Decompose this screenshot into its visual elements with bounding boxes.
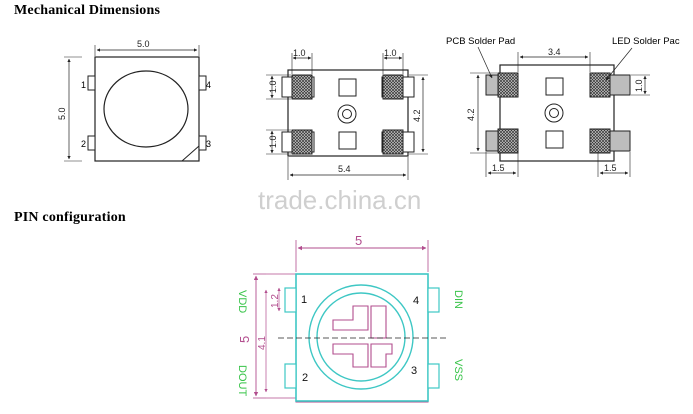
- pad-width-label-right: 1.0: [384, 48, 397, 58]
- lens-inner-circle: [316, 292, 406, 382]
- width-dimension-label: 5.0: [137, 39, 150, 49]
- pin-pad-4: [427, 287, 440, 313]
- led-solder-pad-label: LED Solder Pac: [612, 36, 680, 47]
- mechanical-dimensions-heading: Mechanical Dimensions: [14, 3, 161, 18]
- center-square: [338, 78, 357, 97]
- solder-pad: [291, 129, 313, 155]
- height-dimension-label: 5.0: [57, 107, 67, 120]
- pin-name-vdd: VDD: [236, 290, 248, 313]
- pin-span-label: 4.1: [257, 336, 268, 350]
- pinout-width-label: 5: [355, 233, 362, 248]
- solder-pad: [382, 74, 404, 100]
- pin-name-dout: DOUT: [236, 365, 248, 396]
- pad-length-label-left: 1.5: [492, 163, 505, 173]
- pin-configuration-heading: PIN configuration: [14, 210, 126, 225]
- pinout-number-4: 4: [413, 295, 419, 307]
- pin-pad-2: [284, 363, 297, 389]
- body-height-label: 4.2: [412, 109, 422, 122]
- pinout-number-3: 3: [411, 365, 417, 377]
- pin-number-1: 1: [81, 80, 86, 90]
- pinout-height-label: 5: [237, 336, 252, 343]
- led-solder-pad: [497, 72, 519, 98]
- solder-pad: [291, 74, 313, 100]
- pin-configuration-drawing: 5 5 4.1 1.2 1 2 3 4 VDD: [236, 233, 464, 403]
- pin-stub: [87, 75, 96, 91]
- pad-width-label-left: 1.0: [293, 48, 306, 58]
- footprint-height-label: 4.2: [466, 108, 476, 121]
- pin-pad-3: [427, 363, 440, 389]
- solder-pad: [382, 129, 404, 155]
- led-solder-pad: [497, 128, 519, 154]
- pad-height-label: 1.0: [634, 79, 644, 92]
- footprint-drawing: PCB Solder Pad LED Solder Pac 3.4 4.2 1.…: [446, 36, 680, 177]
- watermark-text: trade.china.cn: [258, 185, 421, 215]
- bottom-view-drawing: 1.0 1.0 1.0 1.0 4.2 5.4: [266, 48, 428, 180]
- pad-length-label-right: 1.5: [604, 163, 617, 173]
- pcb-solder-pad-label: PCB Solder Pad: [446, 36, 515, 47]
- pin-stub: [198, 75, 207, 91]
- pinout-number-2: 2: [302, 372, 308, 384]
- pin-name-din: DIN: [452, 290, 464, 309]
- pin-pad-1: [284, 287, 297, 313]
- pin-stub: [87, 135, 96, 151]
- pad-pitch-label: 3.4: [548, 47, 561, 57]
- lens-circle: [103, 70, 189, 148]
- pad-height-label-top: 1.0: [268, 80, 278, 93]
- top-view-drawing: 1 2 3 4 5.0 5.0: [57, 39, 211, 162]
- led-solder-pad: [589, 128, 611, 154]
- pin-number-4: 4: [206, 80, 211, 90]
- pin-name-vss: VSS: [452, 359, 464, 381]
- pin-number-3: 3: [206, 139, 211, 149]
- body-width-label: 5.4: [338, 164, 351, 174]
- pinout-number-1: 1: [301, 294, 307, 306]
- pin-stub: [198, 135, 207, 151]
- pin-number-2: 2: [81, 139, 86, 149]
- led-solder-pad: [589, 72, 611, 98]
- lens-outer-circle: [308, 284, 414, 390]
- pad-height-label-bottom: 1.0: [268, 135, 278, 148]
- center-square: [338, 131, 357, 150]
- pad-size-label: 1.2: [270, 294, 281, 308]
- package-body-cyan: [295, 273, 429, 402]
